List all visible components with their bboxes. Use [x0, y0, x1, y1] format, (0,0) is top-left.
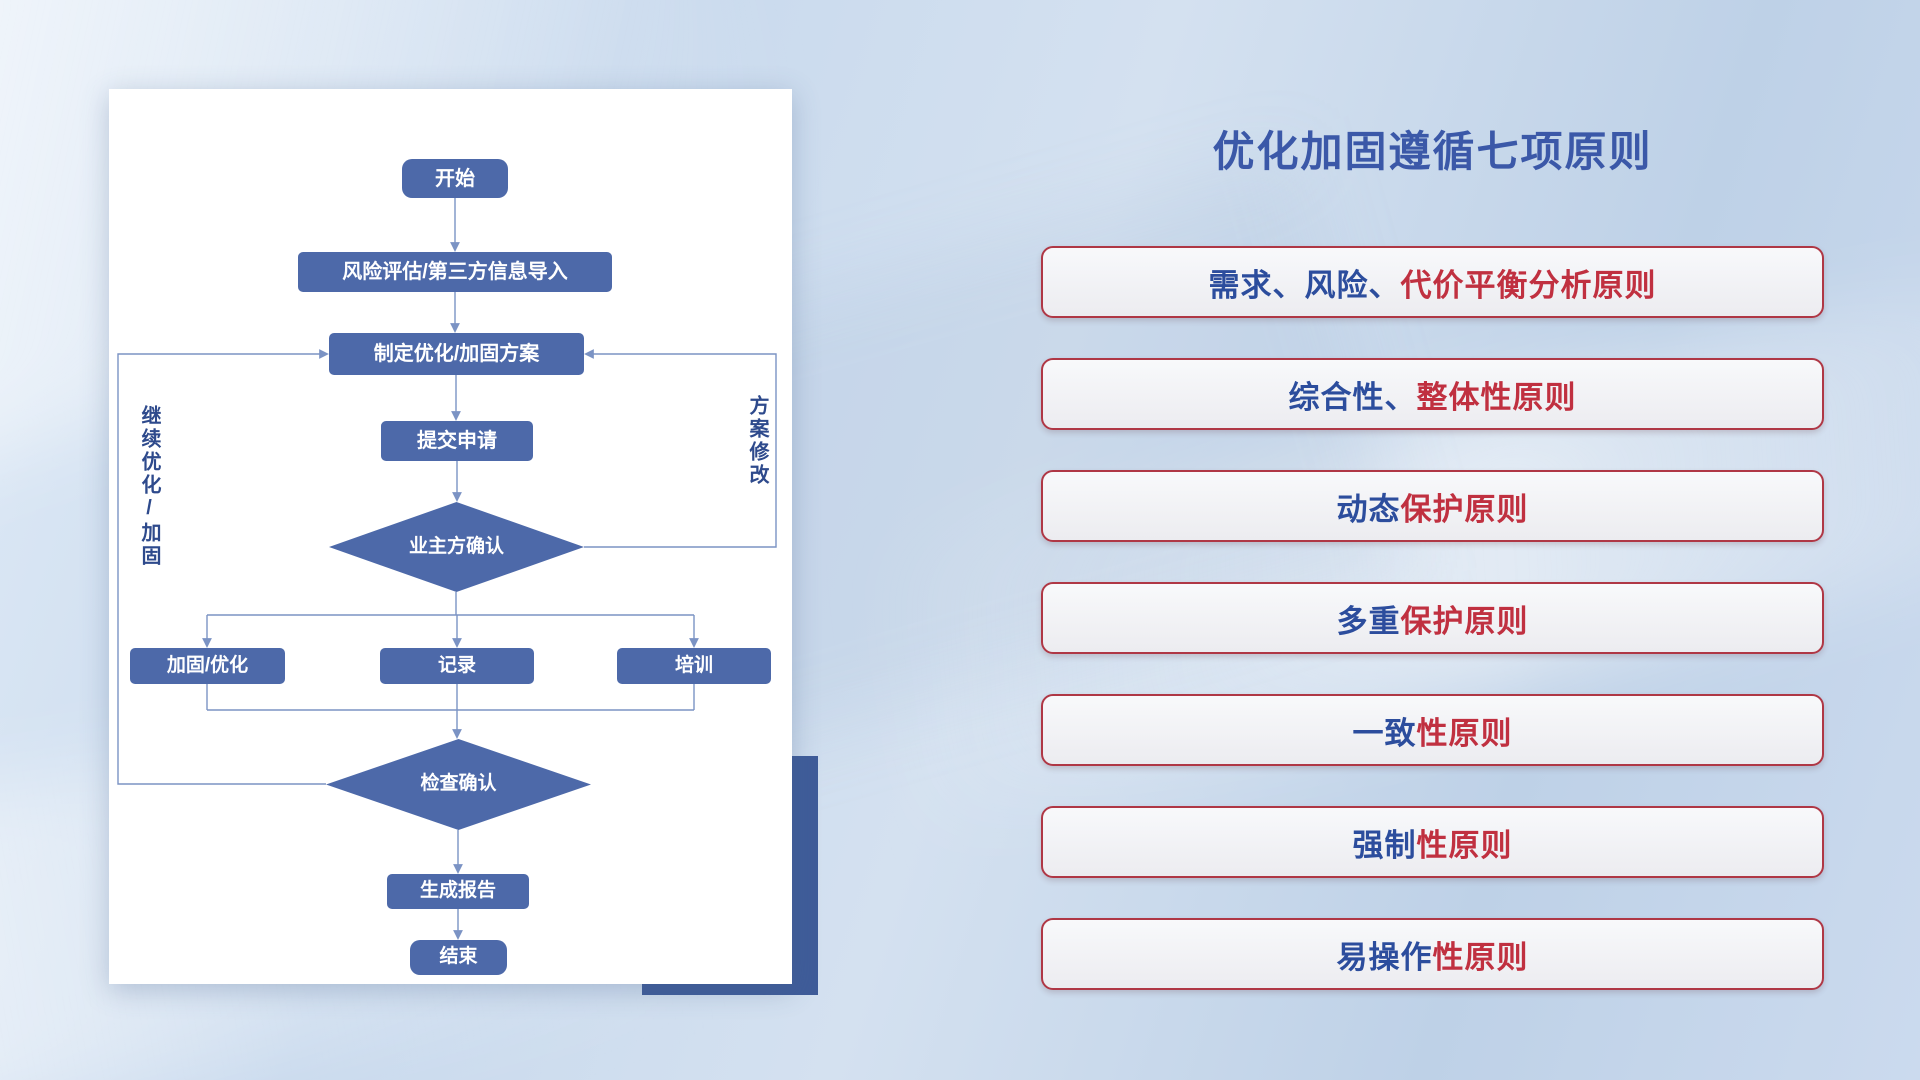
flow-label-plan-revision-loop: 方案修改 [746, 395, 768, 487]
principle-text-lead: 动态 [1336, 491, 1401, 527]
flow-node-make-plan: 制定优化/加固方案 [329, 333, 584, 375]
principle-item: 易操作性原则 [1041, 918, 1824, 990]
panel-title: 优化加固遵循七项原则 [1212, 128, 1653, 175]
flow-node-end: 结束 [410, 940, 507, 975]
principle-text-rest: 性原则 [1416, 715, 1513, 751]
flow-label-continue-optimize-loop: 继续优化/加固 [138, 405, 160, 568]
principle-text-lead: 一致 [1352, 715, 1417, 751]
principle-text-rest: 性原则 [1416, 827, 1513, 863]
principle-text-lead: 综合性、 [1288, 379, 1417, 415]
principle-text-rest: 保护原则 [1400, 491, 1529, 527]
flow-node-start: 开始 [402, 159, 508, 198]
flow-node-reinforce-optimize: 加固/优化 [130, 648, 285, 684]
principle-item: 强制性原则 [1041, 806, 1824, 878]
principle-text-rest: 代价平衡分析原则 [1400, 267, 1657, 303]
flow-node-record: 记录 [380, 648, 534, 684]
principle-item: 综合性、整体性原则 [1041, 358, 1824, 430]
principle-text-lead: 易操作 [1336, 939, 1433, 975]
principle-text-rest: 整体性原则 [1416, 379, 1577, 415]
flowchart-card: 开始 风险评估/第三方信息导入 制定优化/加固方案 提交申请 业主方确认 加固/… [109, 89, 792, 984]
principle-text-rest: 保护原则 [1400, 603, 1529, 639]
flow-node-training: 培训 [617, 648, 771, 684]
principle-text-lead: 强制 [1352, 827, 1417, 863]
principles-list: 需求、风险、代价平衡分析原则 综合性、整体性原则 动态保护原则 多重保护原则 一… [1041, 246, 1824, 990]
principle-item: 需求、风险、代价平衡分析原则 [1041, 246, 1824, 318]
flow-node-submit-application: 提交申请 [381, 421, 533, 461]
principle-text-lead: 多重 [1336, 603, 1401, 639]
flow-node-generate-report: 生成报告 [387, 874, 529, 909]
principle-item: 一致性原则 [1041, 694, 1824, 766]
principle-item: 多重保护原则 [1041, 582, 1824, 654]
principle-item: 动态保护原则 [1041, 470, 1824, 542]
principle-text-rest: 性原则 [1432, 939, 1529, 975]
flow-node-risk-assessment: 风险评估/第三方信息导入 [298, 252, 612, 292]
principle-text-lead: 需求、风险、 [1208, 267, 1401, 303]
